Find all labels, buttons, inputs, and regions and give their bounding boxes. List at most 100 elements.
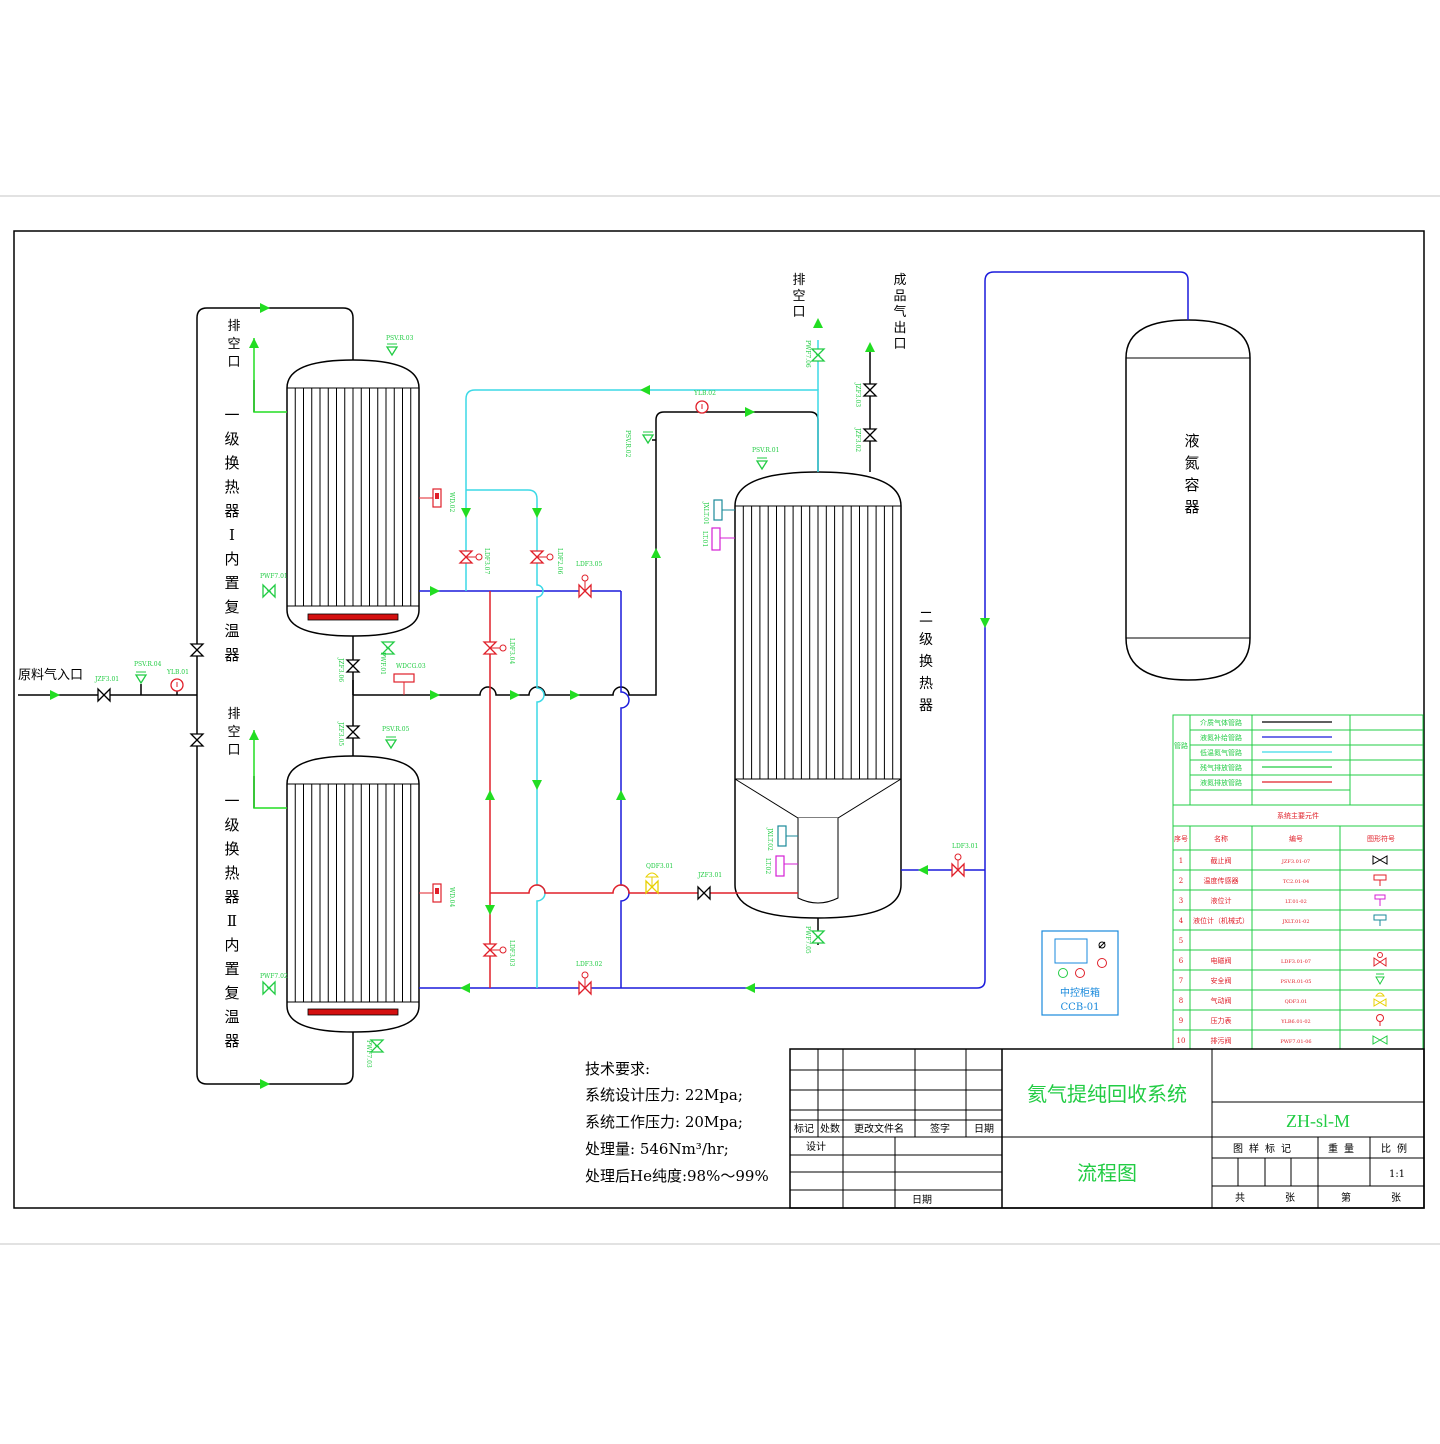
- drawing-name: 流程图: [1077, 1161, 1137, 1185]
- instrument-tag: QDF3.01: [646, 863, 673, 870]
- component-code: JZF3.01-07: [1281, 859, 1310, 865]
- component-index: 4: [1179, 917, 1184, 925]
- col-header: 编号: [1289, 834, 1303, 843]
- solenoid-valve[interactable]: [578, 574, 592, 599]
- vent-outlet-label: 排空口: [792, 273, 805, 320]
- vent-outlet-label: 排空口: [227, 707, 240, 758]
- rev-header: 日期: [974, 1123, 994, 1135]
- solenoid-valve[interactable]: [458, 550, 483, 564]
- safety-valve[interactable]: [134, 671, 148, 685]
- stop-valve[interactable]: [697, 885, 711, 901]
- instrument-tag: PWF7.02: [260, 973, 288, 980]
- drain-valve[interactable]: [810, 348, 826, 362]
- stop-valve[interactable]: [189, 643, 205, 657]
- drawing-number: ZH-sl-M: [1286, 1111, 1350, 1131]
- number-label: 第: [1341, 1191, 1351, 1204]
- pressure-gauge: [170, 678, 184, 692]
- component-code: LDF3.01-07: [1281, 959, 1311, 965]
- level-meter-bottom: [775, 855, 798, 877]
- rev-header: 标记: [794, 1123, 814, 1135]
- col-header: 序号: [1174, 834, 1188, 843]
- flow-arrow: [640, 385, 650, 395]
- stop-valve[interactable]: [345, 659, 361, 673]
- component-name: 电磁阀: [1211, 956, 1232, 965]
- stop-valve[interactable]: [862, 428, 878, 442]
- instrument-tag: LDF3.03: [508, 940, 515, 967]
- drain-valve[interactable]: [810, 930, 826, 944]
- control-cabinet: 中控柜箱 CCB-01: [1041, 930, 1119, 1016]
- drain-valve[interactable]: [380, 641, 396, 655]
- instrument-tag: LDF3.01: [952, 843, 978, 850]
- sheet-label: 张: [1391, 1192, 1401, 1204]
- sheets-label: 张: [1285, 1192, 1295, 1204]
- instrument-tag: JZF3.03: [854, 382, 861, 407]
- instrument-tag: WD.02: [448, 492, 455, 512]
- instrument-tag: LDF3.02: [576, 961, 603, 968]
- component-name: 液位计: [1211, 896, 1232, 905]
- component-symbol: [1373, 914, 1387, 926]
- tech-line: 处理量: 546Nm³/hr;: [585, 1140, 729, 1158]
- pneumatic-valve[interactable]: [644, 872, 660, 895]
- instrument-tag: PSV.R.03: [386, 335, 414, 342]
- component-symbol: [1375, 973, 1385, 986]
- safety-valve[interactable]: [641, 431, 655, 445]
- component-name: 液位计（机械式）: [1193, 916, 1249, 925]
- instrument-tag: PWF7.05: [804, 926, 811, 954]
- drawing-frame: [13, 230, 1425, 1209]
- drain-valve[interactable]: [369, 1039, 385, 1053]
- sample-mark-label: 图样标记: [1233, 1142, 1297, 1155]
- component-symbol: [1374, 894, 1386, 906]
- ln2-drain-piping: [489, 591, 798, 988]
- rev-header: 处数: [820, 1122, 840, 1135]
- level-meter-top: [711, 527, 735, 551]
- drain-valve[interactable]: [262, 583, 276, 599]
- component-symbol: [1373, 992, 1387, 1007]
- legend-row-label: 液氮补给管路: [1200, 733, 1242, 742]
- component-symbol: [1372, 1035, 1388, 1045]
- component-name: 安全阀: [1211, 976, 1232, 985]
- component-index: 3: [1179, 897, 1183, 905]
- product-outlet-label: 成品气出口: [893, 273, 906, 352]
- safety-valve[interactable]: [755, 457, 769, 471]
- component-code: PSV.R.01-05: [1281, 979, 1312, 985]
- flow-arrow: [50, 690, 60, 700]
- stop-valve[interactable]: [97, 687, 111, 703]
- flow-arrow: [430, 690, 440, 700]
- solenoid-valve[interactable]: [529, 550, 554, 564]
- heater-bar-2: [307, 1008, 399, 1016]
- stop-valve[interactable]: [189, 733, 205, 747]
- solenoid-valve[interactable]: [951, 853, 965, 878]
- component-name: 截止阀: [1211, 856, 1232, 865]
- flow-arrow: [865, 342, 875, 352]
- solenoid-valve[interactable]: [578, 971, 592, 996]
- solenoid-valve[interactable]: [482, 943, 507, 957]
- component-symbol: [1376, 1014, 1384, 1026]
- heat-exchanger-2: [286, 755, 420, 1033]
- heater-bar-1: [307, 613, 399, 621]
- component-code: LT.01-02: [1285, 899, 1307, 905]
- component-code: JXLT.01-02: [1281, 919, 1309, 925]
- date-label: 日期: [912, 1194, 932, 1206]
- control-cabinet-code: CCB-01: [1061, 1002, 1100, 1013]
- component-name: 排污阀: [1211, 1036, 1232, 1045]
- safety-valve[interactable]: [385, 343, 399, 357]
- ln2-tank: [1125, 319, 1251, 681]
- ln2-tank-label: 液氮容器: [1184, 432, 1199, 516]
- flow-arrow: [485, 905, 495, 915]
- technical-requirements: 技术要求: 系统设计压力: 22Mpa; 系统工作压力: 20Mpa; 处理量:…: [585, 1060, 769, 1185]
- drain-valve[interactable]: [262, 980, 276, 996]
- weight-label: 重量: [1328, 1142, 1360, 1155]
- instrument-tag: PSV.R.01: [752, 447, 779, 454]
- component-name: 压力表: [1211, 1016, 1232, 1025]
- solenoid-valve[interactable]: [482, 641, 507, 655]
- exhaust-piping: [253, 338, 287, 809]
- title-block: [789, 1048, 1425, 1209]
- stop-valve[interactable]: [862, 383, 878, 397]
- col-header: 图形符号: [1367, 834, 1395, 843]
- safety-valve[interactable]: [384, 736, 398, 750]
- stop-valve[interactable]: [345, 725, 361, 739]
- instrument-tag: PSV.R.02: [624, 430, 631, 458]
- flow-arrow: [485, 790, 495, 800]
- component-name: 温度传感器: [1204, 876, 1239, 885]
